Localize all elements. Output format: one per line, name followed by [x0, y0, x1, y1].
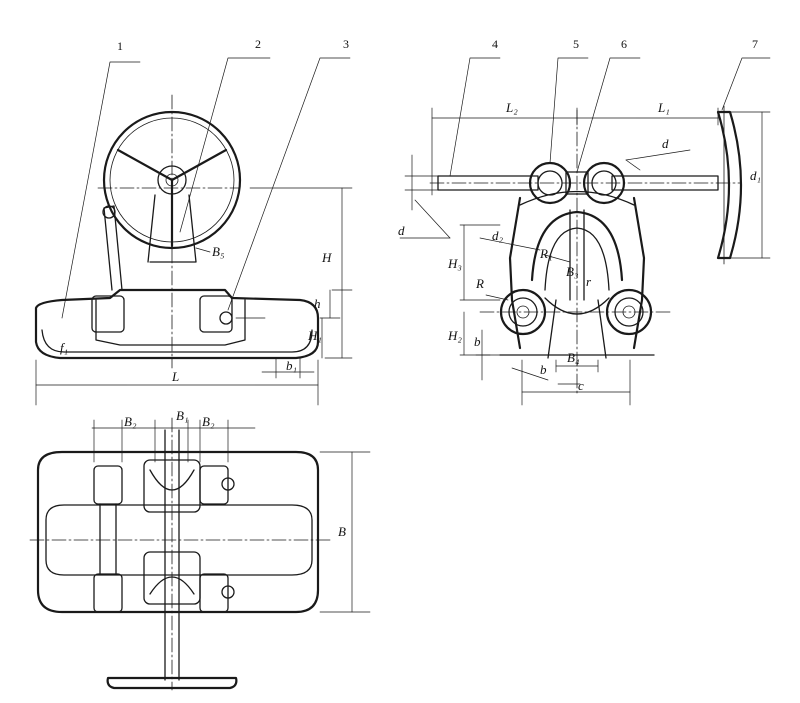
dim-d1: d₁	[750, 168, 761, 183]
dimension-labels: B₅ H h H₁ L b₁ f₁ L₂ L₁ d d₁ d d₂ R₁ H₃ …	[60, 100, 761, 539]
front-view	[34, 57, 353, 406]
dim-L1: L₁	[657, 100, 670, 115]
side-view	[399, 57, 771, 406]
dim-H1: H₁	[307, 328, 322, 343]
dim-c: c	[578, 378, 584, 393]
callout-2: 2	[255, 37, 261, 51]
callout-labels: 1 2 3 4 5 6 7	[117, 37, 758, 53]
dim-H2: H₂	[447, 328, 462, 343]
dim-H: H	[321, 250, 332, 265]
base-body	[34, 288, 320, 360]
callout-5: 5	[573, 37, 579, 51]
top-body	[36, 450, 320, 614]
top-stem	[164, 429, 180, 681]
dim-B: B	[338, 524, 346, 539]
dim-b1: b₁	[286, 358, 297, 373]
callout-4: 4	[492, 37, 498, 51]
callout-7: 7	[752, 37, 758, 51]
dim-L2: L₂	[505, 100, 518, 115]
dim-B2-right: B₂	[202, 414, 215, 429]
dim-B1: B₁	[176, 408, 188, 423]
lever-bar	[103, 205, 123, 291]
dim-f1: f₁	[60, 340, 68, 355]
dim-h: h	[314, 296, 321, 311]
dim-B5: B₅	[212, 244, 224, 259]
dim-d-top: d	[662, 136, 669, 151]
side-handwheel	[716, 110, 743, 260]
dim-B2-left: B₂	[124, 414, 137, 429]
top-view	[29, 417, 371, 691]
dim-b: b	[474, 334, 481, 349]
top-handwheel	[106, 676, 238, 690]
dim-r: r	[586, 274, 592, 289]
dim-R: R	[475, 276, 484, 291]
dim-d2: d₂	[492, 228, 504, 243]
dim-B4: B₄	[567, 350, 580, 365]
roller-left	[499, 288, 547, 336]
dim-L: L	[171, 369, 179, 384]
callout-6: 6	[621, 37, 627, 51]
gear-right	[582, 161, 626, 205]
dim-B3: B₃	[566, 264, 578, 279]
dim-R1: R₁	[539, 246, 552, 261]
callout-3: 3	[343, 37, 349, 51]
dim-d-left: d	[398, 223, 405, 238]
column	[147, 194, 197, 263]
dim-b-small: b	[540, 362, 547, 377]
callout-1: 1	[117, 39, 123, 53]
dim-H3: H₃	[447, 256, 462, 271]
